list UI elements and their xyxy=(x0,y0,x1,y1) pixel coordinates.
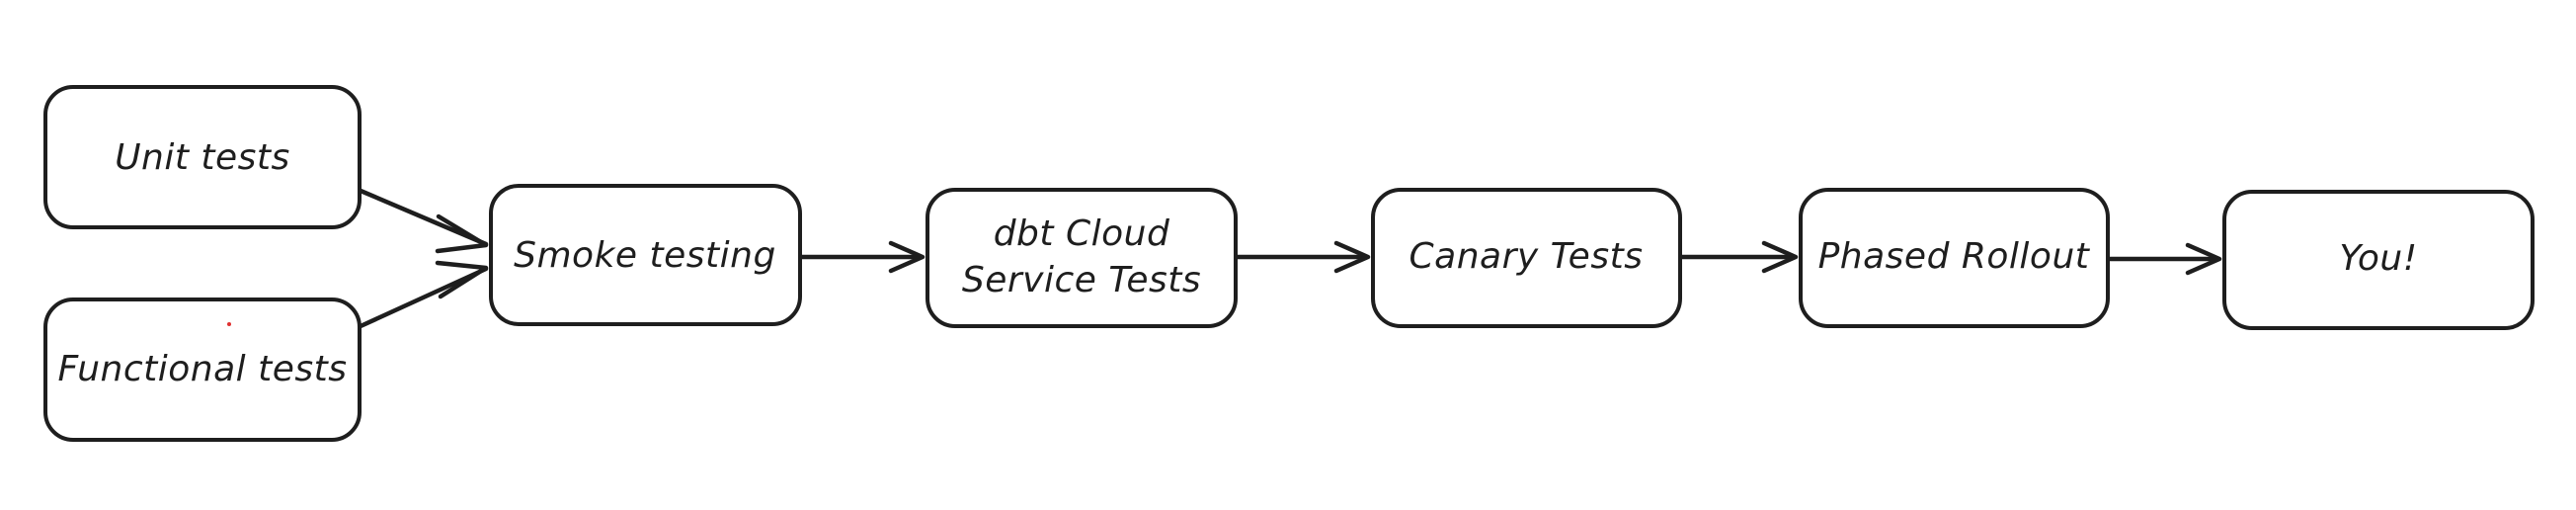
edge-layer xyxy=(358,188,2222,329)
node-you-label: You! xyxy=(2339,238,2417,279)
stray-red-dot-artifact xyxy=(227,322,231,326)
edge-smoke-to-dbt[interactable] xyxy=(799,240,926,274)
node-layer: Unit tests Functional tests Smoke testin… xyxy=(43,85,2535,442)
node-phased-rollout-shape[interactable] xyxy=(1799,188,2110,328)
node-unit-tests[interactable]: Unit tests xyxy=(43,85,362,229)
node-dbt-cloud-service-tests-label-line1: dbt Cloud xyxy=(994,213,1170,254)
node-smoke-testing-label: Smoke testing xyxy=(514,235,776,276)
node-smoke-testing-shape[interactable] xyxy=(489,184,802,326)
node-functional-tests-shape[interactable] xyxy=(43,298,362,442)
node-you[interactable]: You! xyxy=(2222,190,2535,330)
node-canary-tests[interactable]: Canary Tests xyxy=(1371,188,1682,328)
node-functional-tests[interactable]: Functional tests xyxy=(43,298,362,442)
edge-dbt-to-canary[interactable] xyxy=(1235,240,1371,274)
node-dbt-cloud-service-tests-label-line2: Service Tests xyxy=(962,260,1201,300)
node-dbt-cloud-service-tests-shape[interactable] xyxy=(926,188,1238,328)
edge-canary-to-phased[interactable] xyxy=(1679,240,1799,274)
edge-unit-to-smoke[interactable] xyxy=(358,188,489,254)
node-smoke-testing[interactable]: Smoke testing xyxy=(489,184,802,326)
node-unit-tests-shape[interactable] xyxy=(43,85,362,229)
edge-phased-to-you[interactable] xyxy=(2107,242,2222,276)
node-canary-tests-shape[interactable] xyxy=(1371,188,1682,328)
node-functional-tests-label: Functional tests xyxy=(57,349,347,389)
node-canary-tests-label: Canary Tests xyxy=(1409,236,1644,277)
node-you-shape[interactable] xyxy=(2222,190,2535,330)
node-phased-rollout[interactable]: Phased Rollout xyxy=(1799,188,2110,328)
node-dbt-cloud-service-tests[interactable]: dbt Cloud Service Tests xyxy=(926,188,1238,328)
node-phased-rollout-label: Phased Rollout xyxy=(1818,236,2091,277)
edge-functional-to-smoke[interactable] xyxy=(358,260,489,329)
node-unit-tests-label: Unit tests xyxy=(115,137,290,178)
